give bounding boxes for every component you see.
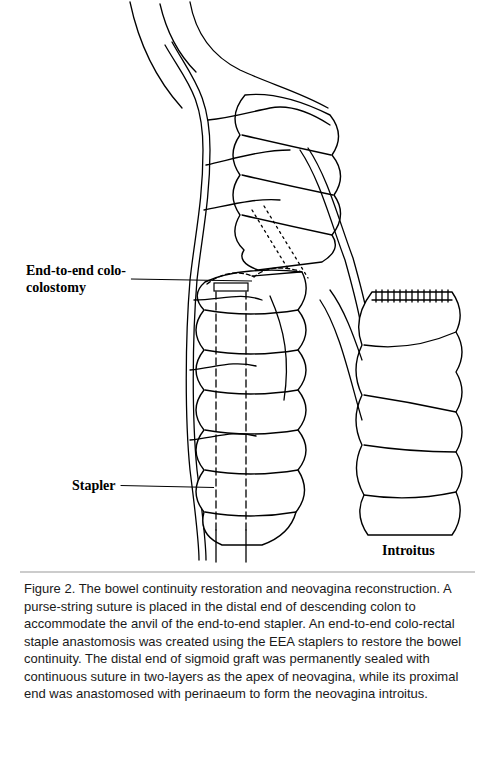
- stapler-shaft: [245, 530, 246, 562]
- suture-stitches: [376, 290, 448, 302]
- blood-vessel: [300, 150, 360, 320]
- leader-line: [121, 486, 214, 488]
- blood-vessel: [206, 150, 290, 165]
- blood-vessel: [208, 107, 330, 125]
- blood-vessel: [270, 296, 286, 400]
- mesentery-edge: [160, 4, 196, 72]
- haustra-line: [205, 512, 296, 516]
- haustra-line: [205, 470, 298, 474]
- mesentery-edge: [190, 2, 328, 108]
- suture-stitch: [376, 290, 448, 302]
- figure-caption: Figure 2. The bowel continuity restorati…: [24, 580, 471, 703]
- haustra-line: [205, 390, 298, 394]
- stapler-shaft: [245, 292, 246, 530]
- haustra-line: [205, 310, 298, 314]
- blood-vessel: [330, 290, 362, 360]
- haustra-line: [242, 135, 331, 155]
- part-label: End-to-end colo-colostomy: [26, 262, 130, 296]
- instrument-label: Stapler: [72, 477, 116, 494]
- anvil-shaft: [264, 206, 308, 278]
- stapler-shaft: [215, 292, 216, 530]
- blood-vessel: [308, 148, 368, 318]
- part-label: Introitus: [382, 542, 435, 559]
- anastomosis-seam: [207, 268, 302, 284]
- staple-line: [252, 272, 300, 276]
- haustra-line: [242, 215, 332, 235]
- haustra-line: [364, 395, 456, 412]
- haustra-line: [205, 350, 298, 354]
- neovagina-graft: [356, 292, 462, 535]
- haustra-line: [364, 492, 456, 498]
- blood-vessel: [204, 200, 280, 210]
- haustra-line: [364, 332, 456, 347]
- haustra-line: [205, 430, 298, 434]
- blood-vessel: [320, 300, 362, 420]
- mesentery-edge: [130, 2, 182, 108]
- rectum: [196, 270, 306, 545]
- caption-rule: [20, 572, 475, 573]
- haustra-line: [364, 445, 456, 452]
- haustra-line: [242, 175, 333, 195]
- leader-line: [131, 279, 252, 281]
- stapler-shaft: [215, 530, 216, 562]
- blood-vessel: [194, 296, 262, 300]
- stapler-head: [214, 283, 248, 291]
